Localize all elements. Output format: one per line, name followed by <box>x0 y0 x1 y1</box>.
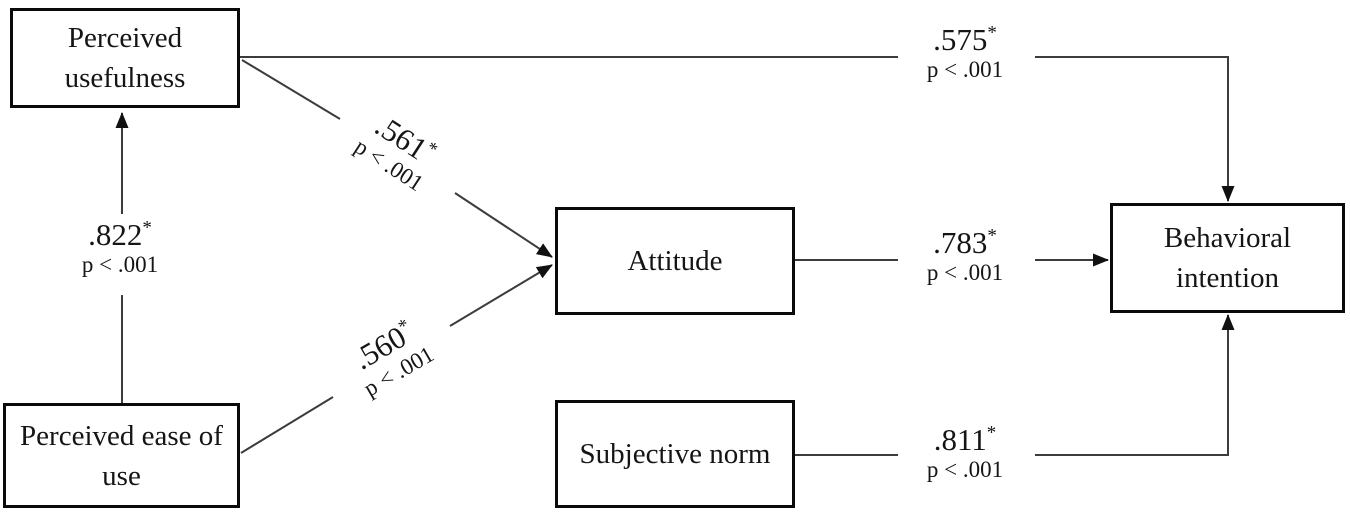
box-behavioral-intention-label: Behavioral intention <box>1163 222 1292 294</box>
significance-asterisk: * <box>987 22 997 44</box>
coefficient-value: .811* <box>933 422 997 457</box>
arrow-pu-to-attitude <box>241 59 553 258</box>
box-attitude: Attitude <box>555 207 795 315</box>
arrow-pu-to-bi <box>240 56 1235 202</box>
path-label-peou-to-pu: .822* p < .001 <box>55 218 185 278</box>
box-perceived-usefulness: Perceived usefulness <box>10 8 240 108</box>
box-perceived-ease-of-use-label: Perceived ease of use <box>20 419 223 492</box>
significance-asterisk: * <box>142 217 152 239</box>
arrow-sn-to-bi <box>795 314 1235 456</box>
coefficient-value: .783* <box>933 225 997 260</box>
coefficient-value: .822* <box>88 217 152 252</box>
p-value-label: p < .001 <box>926 260 1004 285</box>
significance-asterisk: * <box>987 225 997 247</box>
path-label-pu-to-bi: .575* p < .001 <box>895 23 1035 83</box>
box-subjective-norm: Subjective norm <box>555 400 795 508</box>
significance-asterisk: * <box>986 422 997 444</box>
path-label-sn-to-bi: .811* p < .001 <box>895 423 1035 483</box>
box-perceived-ease-of-use: Perceived ease of use <box>3 403 240 508</box>
coefficient-value: .575* <box>933 22 997 57</box>
p-value-label: p < .001 <box>926 57 1004 82</box>
box-behavioral-intention: Behavioral intention <box>1110 203 1345 313</box>
arrow-peou-to-attitude <box>240 264 553 454</box>
p-value-label: p < .001 <box>926 457 1004 482</box>
p-value-label: p < .001 <box>81 252 159 277</box>
box-perceived-usefulness-label: Perceived usefulness <box>64 22 186 94</box>
path-label-attitude-to-bi: .783* p < .001 <box>895 226 1035 286</box>
box-attitude-label: Attitude <box>627 245 723 277</box>
box-subjective-norm-label: Subjective norm <box>579 438 771 470</box>
